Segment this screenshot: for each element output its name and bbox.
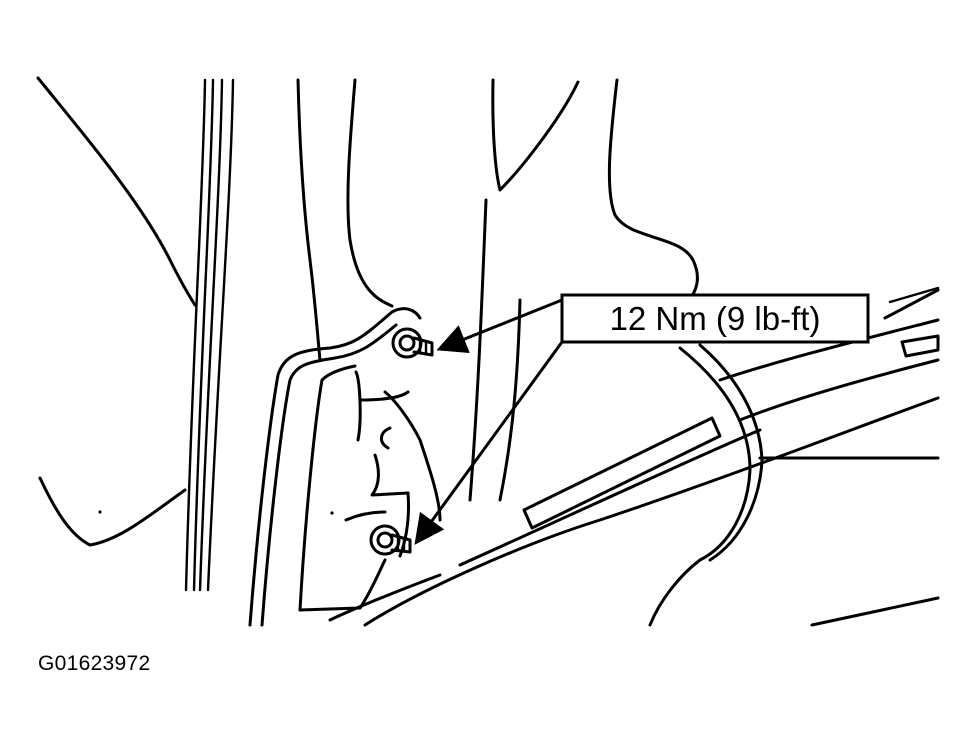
upper-bolt xyxy=(391,327,434,359)
figure-id-label: G01623972 xyxy=(38,652,151,675)
body-sill xyxy=(328,286,940,627)
torque-label: 12 Nm (9 lb-ft) xyxy=(610,300,821,337)
lower-bolt xyxy=(369,524,412,556)
callout-leaders xyxy=(414,298,564,545)
door-outline xyxy=(36,76,197,547)
door-frame-seam xyxy=(184,78,235,592)
torque-callout: 12 Nm (9 lb-ft) xyxy=(560,293,870,344)
hinge-plate xyxy=(248,307,442,627)
